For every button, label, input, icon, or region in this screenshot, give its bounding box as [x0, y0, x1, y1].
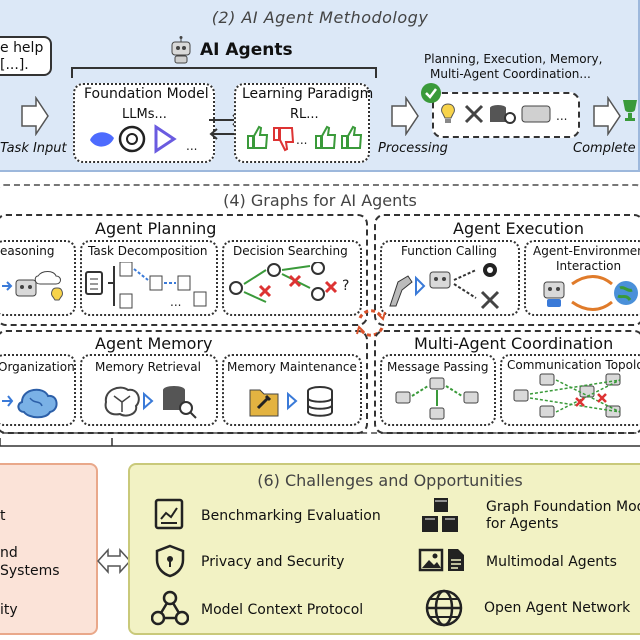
process-icons: ... [441, 103, 567, 124]
complete-arrow-icon [593, 96, 621, 136]
left-panel-line-1: t [0, 508, 6, 524]
agent-memory-box [0, 330, 368, 434]
open-network-label: Open Agent Network [484, 600, 631, 616]
gfm-label-2: for Agents [486, 516, 559, 532]
agent-memory-title: Agent Memory [95, 334, 213, 353]
speech-bubble [0, 36, 52, 76]
check-circle-icon [421, 83, 441, 103]
coordination-box [374, 330, 640, 434]
agent-execution-box [374, 214, 640, 326]
organization-icon [2, 388, 58, 419]
mcp-label: Model Context Protocol [201, 602, 364, 618]
memory-maintenance-label: Memory Maintenance [227, 360, 357, 374]
network-triangle-icon [151, 590, 189, 626]
globe-icon [425, 589, 463, 627]
robot-icon [171, 36, 191, 64]
coordination-title: Multi-Agent Coordination [414, 334, 614, 353]
benchmarking-label: Benchmarking Evaluation [201, 508, 381, 524]
agents-bracket [71, 67, 377, 78]
svg-text:...: ... [170, 295, 181, 309]
message-passing-icon [395, 377, 479, 420]
message-passing-label: Message Passing [387, 360, 489, 374]
processing-label: Processing [378, 141, 448, 156]
challenges-title: (6) Challenges and Opportunities [257, 471, 523, 490]
left-panel-line-4: ity [0, 602, 18, 618]
privacy-label: Privacy and Security [201, 554, 345, 570]
memory-retrieval-icon [104, 386, 197, 419]
learning-paradigm-box [234, 83, 370, 163]
multimodal-label: Multimodal Agents [486, 554, 617, 570]
llms-label: LLMs... [122, 107, 167, 122]
reasoning-label: easoning [0, 244, 55, 258]
agent-environment-icon [543, 275, 638, 311]
svg-text:...: ... [186, 139, 197, 153]
function-calling-box [380, 240, 520, 316]
communication-topology-label: Communication Topolo [507, 358, 640, 372]
reasoning-box [0, 240, 76, 316]
speech-text-2: [...]. [0, 57, 29, 73]
challenges-panel [128, 463, 640, 635]
communication-topology-box [500, 354, 640, 426]
complete-label: Complete [573, 141, 636, 156]
gfm-label-1: Graph Foundation Mod [486, 499, 640, 515]
svg-text:?: ? [342, 278, 349, 294]
svg-text:...: ... [296, 133, 307, 147]
task-decomposition-label: Task Decomposition [88, 244, 208, 258]
agent-planning-title: Agent Planning [95, 219, 217, 238]
left-panel [0, 463, 98, 635]
message-passing-box [380, 354, 496, 426]
function-calling-icon [389, 263, 500, 310]
image-document-icon [418, 548, 464, 572]
double-arrow-icon [96, 548, 132, 574]
organization-box [0, 354, 76, 426]
foundation-model-label: Foundation Model [84, 86, 209, 102]
llm-logos-icon: ... [90, 124, 197, 154]
agent-environment-box [524, 240, 640, 316]
organization-label: Organization [0, 360, 75, 374]
task-input-label: Task Input [0, 141, 67, 156]
left-panel-line-3: Systems [0, 563, 60, 579]
reasoning-icon [2, 271, 63, 301]
left-panel-line-2: nd [0, 545, 18, 561]
agents-title: AI Agents [200, 40, 293, 60]
foundation-model-box [73, 83, 215, 163]
trophy-icon [623, 100, 637, 121]
agent-execution-title: Agent Execution [453, 219, 584, 238]
decision-searching-label: Decision Searching [233, 244, 348, 258]
decision-searching-icon: ? [229, 262, 349, 303]
processing-arrow-icon [391, 96, 419, 136]
chart-check-icon [154, 498, 184, 530]
memory-retrieval-box [80, 354, 218, 426]
memory-maintenance-icon [249, 386, 333, 417]
graphs-title: (4) Graphs for AI Agents [223, 191, 417, 210]
learning-paradigm-label: Learning Paradigm [242, 86, 374, 102]
input-arrow-icon [21, 96, 49, 136]
memory-retrieval-label: Memory Retrieval [95, 360, 201, 374]
rl-label: RL... [290, 107, 319, 122]
svg-text:...: ... [556, 109, 567, 123]
agent-environment-label-2: Interaction [556, 259, 622, 273]
process-caption-2: Multi-Agent Coordination... [430, 67, 591, 81]
methodology-title: (2) AI Agent Methodology [211, 8, 429, 27]
agent-planning-box [0, 214, 368, 326]
agent-environment-label-1: Agent-Environmen [533, 244, 640, 258]
decision-searching-box [222, 240, 362, 316]
cubes-icon [422, 498, 458, 532]
thumbs-icon: ... [247, 125, 363, 152]
process-caption-1: Planning, Execution, Memory, [424, 52, 603, 66]
shield-lock-icon [155, 544, 185, 578]
function-calling-label: Function Calling [401, 244, 497, 258]
memory-maintenance-box [222, 354, 362, 426]
task-decomposition-icon: ... [85, 262, 207, 309]
graphs-bracket [0, 438, 640, 447]
speech-text: e help [0, 40, 44, 56]
communication-topology-icon [513, 373, 621, 418]
task-decomposition-box [80, 240, 218, 316]
